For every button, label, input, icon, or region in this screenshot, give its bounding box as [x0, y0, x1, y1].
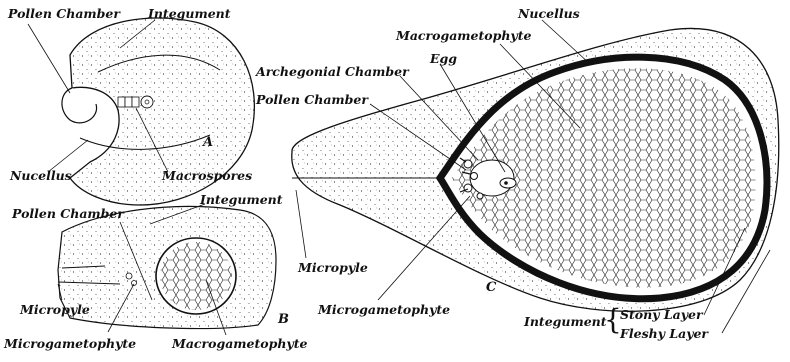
label-b-pollen-chamber: Pollen Chamber	[12, 208, 124, 221]
label-b-integument: Integument	[200, 194, 283, 207]
label-b-micropyle: Micropyle	[20, 304, 90, 317]
figure-b-ovule	[58, 204, 276, 335]
label-b-microgametophyte: Microgametophyte	[4, 338, 136, 351]
label-c-nucellus: Nucellus	[518, 8, 580, 21]
figure-a-letter: A	[203, 136, 213, 149]
label-a-integument: Integument	[148, 8, 231, 21]
label-c-stony-layer: Stony Layer	[620, 309, 703, 322]
figure-b-letter: B	[278, 313, 289, 326]
label-a-nucellus: Nucellus	[10, 170, 72, 183]
label-a-pollen-chamber: Pollen Chamber	[8, 8, 120, 21]
macrospores-row	[118, 96, 153, 108]
label-c-egg: Egg	[430, 53, 457, 66]
label-c-macrogametophyte: Macrogametophyte	[396, 30, 531, 43]
label-a-macrospores: Macrospores	[162, 170, 252, 183]
label-c-archegonial-chamber: Archegonial Chamber	[256, 66, 409, 79]
label-c-pollen-chamber: Pollen Chamber	[256, 94, 368, 107]
label-c-integument: Integument	[524, 316, 607, 329]
figure-c-letter: C	[486, 281, 496, 294]
label-c-microgametophyte: Microgametophyte	[318, 304, 450, 317]
label-b-macrogametophyte: Macrogametophyte	[172, 338, 307, 351]
label-c-micropyle: Micropyle	[298, 262, 368, 275]
label-c-fleshy-layer: Fleshy Layer	[620, 328, 708, 341]
